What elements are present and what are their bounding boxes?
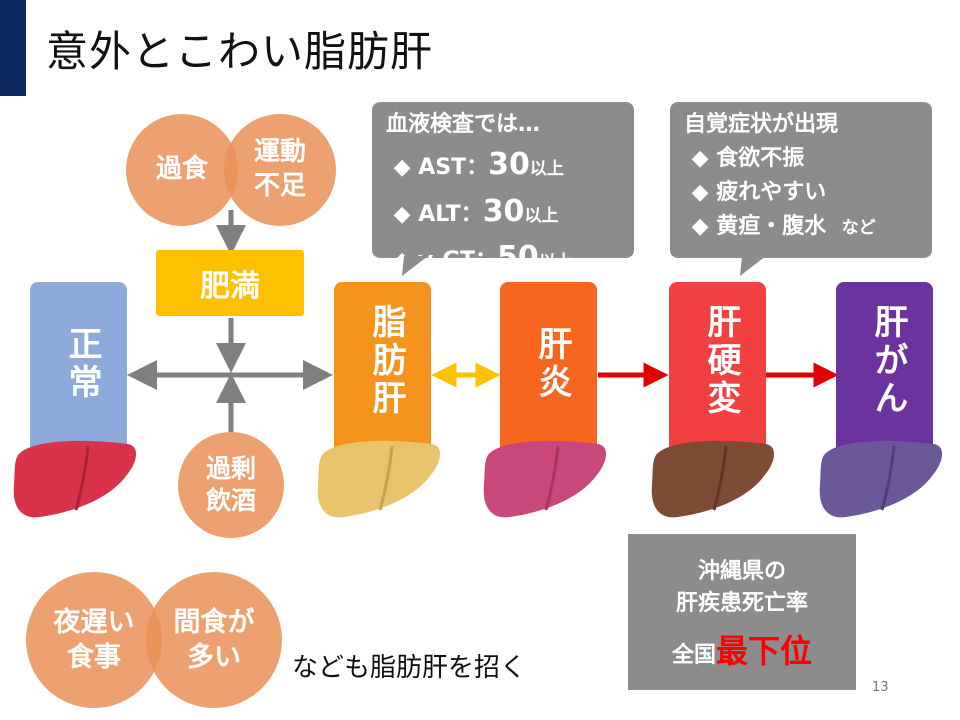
blood-test-heading: 血液検査では… (386, 112, 541, 137)
stage-cirrhosis-label: 肝硬変 (701, 304, 741, 418)
stage-hepatitis: 肝炎 (500, 282, 597, 472)
liver-cirrhosis-icon (651, 440, 775, 518)
blood-test-item-alt: ◆ ALT：30以上 (393, 193, 559, 229)
page-number: 13 (872, 680, 889, 695)
stage-cirrhosis: 肝硬変 (669, 282, 766, 472)
stage-fatty-liver: 脂肪肝 (334, 282, 431, 472)
symptoms-callout: 自覚症状が出現 ◆ 食欲不振 ◆ 疲れやすい ◆ 黄疸・腹水 など (670, 102, 932, 258)
stage-hepatitis-label: 肝炎 (532, 326, 572, 402)
symptoms-callout-pointer (740, 256, 766, 276)
okinawa-line2: 肝疾患死亡率 (675, 590, 808, 616)
blood-test-item-ggt: ◆ γ-GT：50以上 (393, 240, 573, 276)
footer-note: なども脂肪肝を招く (292, 653, 527, 683)
okinawa-rank: 全国最下位 (671, 631, 813, 670)
symptom-item-appetite: ◆ 食欲不振 (691, 146, 805, 172)
liver-fatty-icon (317, 440, 441, 518)
cause-overeating: 過食 (126, 114, 238, 226)
liver-cancer-icon (819, 440, 943, 518)
blood-test-item-ast: ◆ AST：30以上 (393, 147, 564, 183)
symptom-item-jaundice: ◆ 黄疸・腹水 など (691, 214, 876, 240)
stage-liver-cancer-label: 肝がん (868, 304, 908, 418)
cause-late-meal: 夜遅い食事 (26, 572, 162, 708)
stage-normal-label: 正常 (62, 326, 102, 402)
cause-excess-drinking: 過剰飲酒 (178, 432, 284, 538)
stage-normal: 正常 (30, 282, 127, 472)
stage-fatty-liver-label: 脂肪肝 (366, 304, 406, 418)
symptoms-heading: 自覚症状が出現 (684, 112, 839, 137)
stage-liver-cancer: 肝がん (836, 282, 933, 472)
symptom-item-fatigue: ◆ 疲れやすい (691, 180, 827, 206)
okinawa-stat-box: 沖縄県の 肝疾患死亡率 全国最下位 (628, 534, 856, 690)
obesity-box: 肥満 (156, 250, 304, 316)
page-title: 意外とこわい脂肪肝 (46, 27, 434, 76)
okinawa-line1: 沖縄県の (697, 559, 786, 584)
cause-lack-of-exercise: 運動不足 (224, 114, 336, 226)
blood-test-callout-pointer (402, 256, 428, 276)
liver-hepatitis-icon (483, 440, 607, 518)
cause-snacking: 間食が多い (146, 572, 282, 708)
title-accent-bar (0, 0, 26, 96)
liver-normal-icon (13, 440, 137, 518)
blood-test-callout: 血液検査では… ◆ AST：30以上 ◆ ALT：30以上 ◆ γ-GT：50以… (372, 102, 634, 275)
